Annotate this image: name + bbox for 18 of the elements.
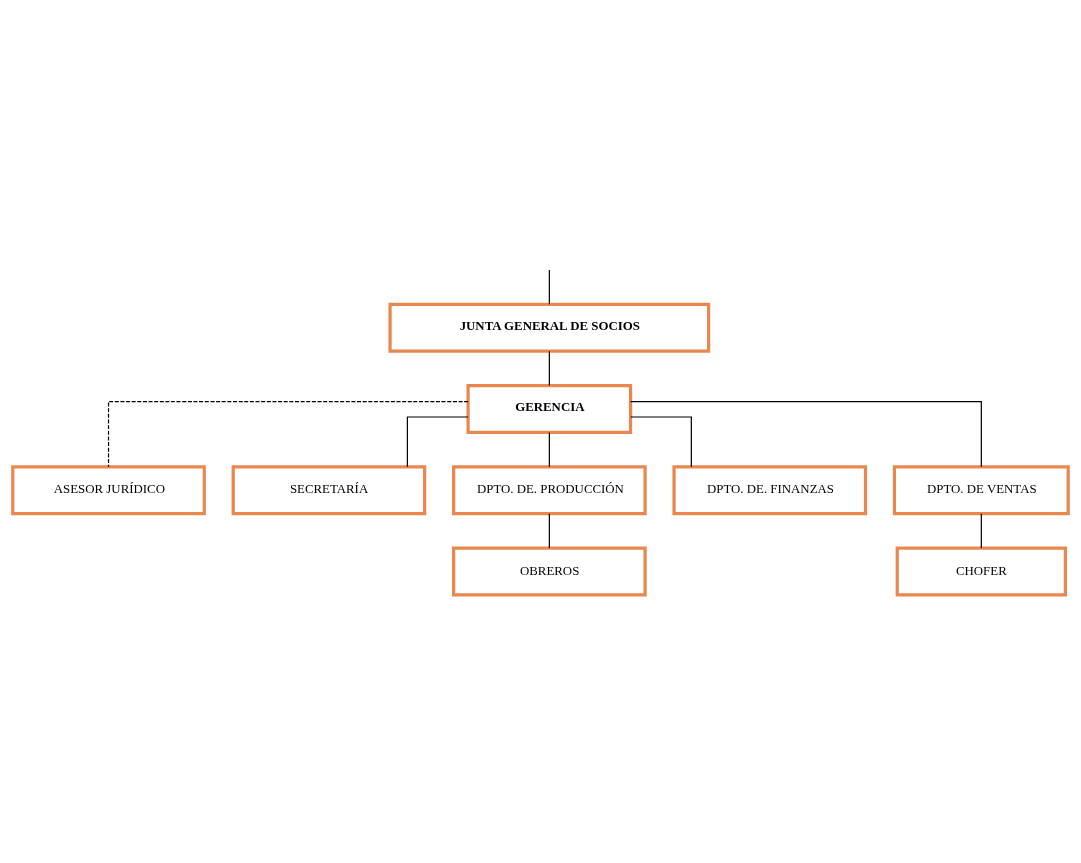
connector [630,415,692,467]
node-box: DPTO. DE VENTAS [892,464,1070,515]
node-box: DPTO. DE. PRODUCCIÓN [452,464,647,515]
connector [630,400,982,467]
connector [980,512,982,549]
connector [548,512,550,549]
node-box: JUNTA GENERAL DE SOCIOS [388,302,711,353]
connector [107,400,469,467]
connector [548,431,550,467]
node-box: CHOFER [895,546,1067,596]
connector [406,415,469,467]
node-box: OBREROS [452,546,647,596]
connector [548,350,550,386]
node-box: DPTO. DE. FINANZAS [672,464,868,515]
node-box: ASESOR JURÍDICO [11,464,206,515]
node-box: GERENCIA [466,383,633,434]
connector [548,268,550,305]
node-box: SECRETARÍA [231,464,427,515]
